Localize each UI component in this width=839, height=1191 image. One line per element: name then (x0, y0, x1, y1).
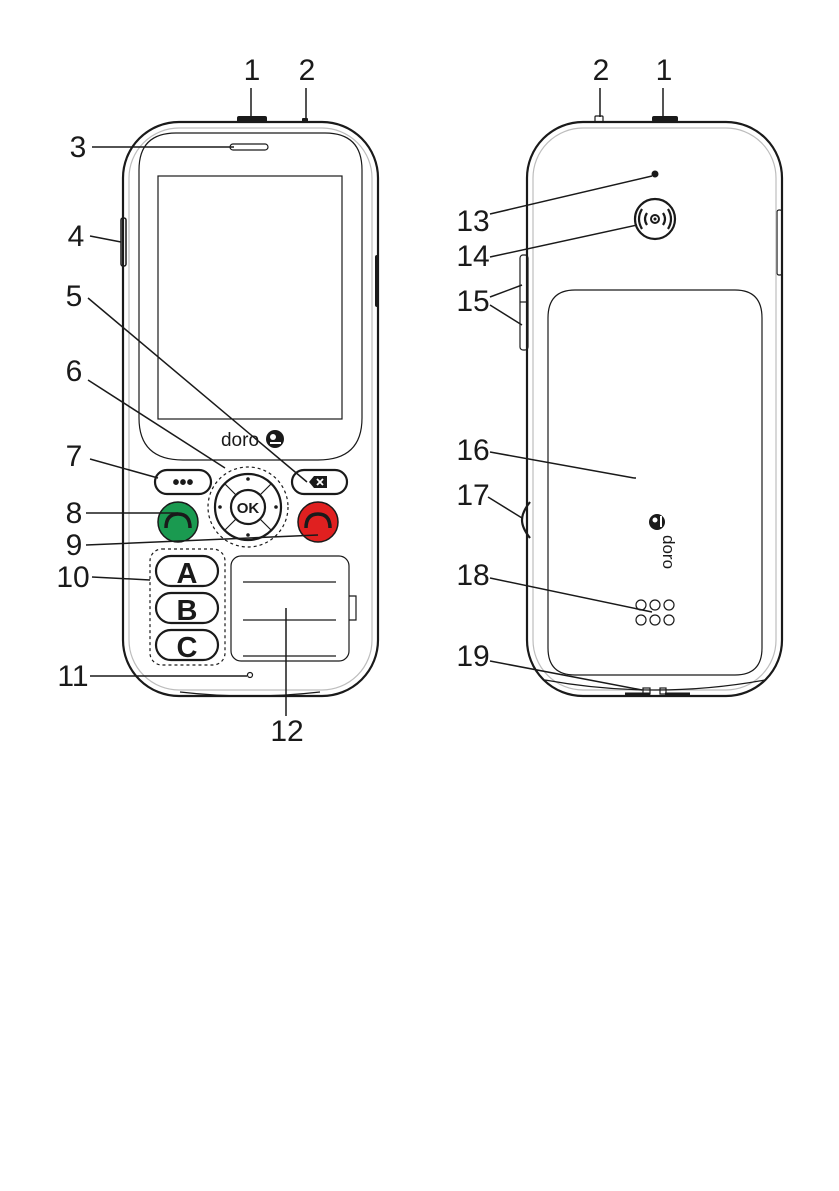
front-body-inner (129, 128, 372, 690)
callout-2-front: 2 (299, 54, 316, 87)
microphone (248, 673, 253, 678)
back-bottom-edge (545, 680, 765, 690)
leader-lines (86, 88, 663, 716)
leader-9 (86, 535, 318, 545)
leader-15b (490, 305, 522, 325)
callout-8: 8 (66, 497, 83, 530)
picture-memory-tab (349, 596, 356, 620)
memory-key-b-label: B (177, 595, 198, 627)
callout-18: 18 (456, 559, 489, 592)
callout-9: 9 (66, 529, 83, 562)
callout-numbers: 1 2 3 4 5 6 7 8 9 10 11 12 2 1 13 14 15 … (56, 54, 672, 748)
leader-13 (490, 176, 652, 214)
back-view: doro (520, 116, 782, 696)
callout-1-front: 1 (244, 54, 261, 87)
callout-17: 17 (456, 479, 489, 512)
nav-left-dot (218, 505, 222, 509)
display-bezel (139, 133, 362, 460)
call-key (158, 502, 198, 542)
emergency-signal-icon (639, 209, 671, 229)
memory-key-a-label: A (177, 558, 198, 590)
callout-4: 4 (68, 220, 85, 253)
leader-18 (490, 578, 652, 612)
callout-7: 7 (66, 440, 83, 473)
display-screen (158, 176, 342, 419)
callout-6: 6 (66, 355, 83, 388)
battery-cover-center (634, 477, 636, 479)
earpiece (230, 144, 268, 150)
nav-up-dot (246, 477, 250, 481)
callout-11: 11 (57, 660, 88, 693)
menu-key-label: ••• (172, 472, 193, 494)
picture-memory-slot (231, 556, 349, 661)
leader-14 (490, 225, 637, 257)
callout-2-back: 2 (593, 54, 610, 87)
leader-15a (490, 285, 522, 297)
callout-13: 13 (456, 205, 489, 238)
callout-19: 19 (456, 640, 489, 673)
callout-14: 14 (456, 240, 489, 273)
camera-icon (652, 171, 659, 178)
battery-cover (548, 290, 762, 675)
nav-down-dot (246, 533, 250, 537)
leader-10 (92, 577, 150, 580)
front-body (123, 122, 378, 696)
memory-key-c-label: C (177, 632, 198, 664)
callout-5: 5 (66, 280, 83, 313)
nav-right-dot (274, 505, 278, 509)
speaker-grille-icon (636, 600, 674, 625)
front-logo-text: doro (221, 430, 259, 451)
leader-4 (90, 236, 121, 242)
ok-key-label: OK (237, 500, 260, 517)
leader-17 (488, 497, 522, 518)
callout-3: 3 (70, 131, 87, 164)
leader-5 (88, 298, 307, 482)
back-logo-icon (649, 514, 665, 530)
leader-16 (490, 452, 634, 478)
callout-1-back: 1 (656, 54, 673, 87)
back-body-inner (533, 128, 776, 690)
callout-10: 10 (56, 561, 89, 594)
front-view: doro ••• OK (121, 116, 379, 696)
callout-12: 12 (270, 715, 303, 748)
backspace-icon (309, 476, 327, 488)
back-logo-text: doro (659, 535, 678, 569)
callout-16: 16 (456, 434, 489, 467)
callout-15: 15 (456, 285, 489, 318)
front-logo-icon (266, 430, 284, 448)
